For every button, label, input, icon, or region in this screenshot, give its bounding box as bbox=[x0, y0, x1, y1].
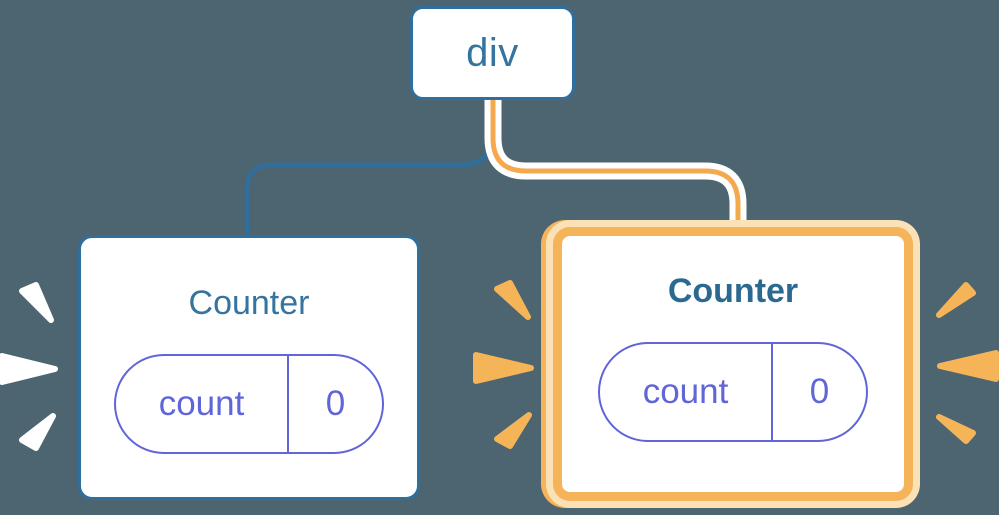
state-value: 0 bbox=[771, 344, 866, 440]
spark-burst-left-card bbox=[0, 282, 58, 451]
spark-ray bbox=[937, 350, 999, 382]
counter-title: Counter bbox=[667, 272, 799, 310]
edge-to-right-counter-casing bbox=[484, 100, 747, 224]
counter-card-left: Counter count 0 bbox=[78, 235, 420, 500]
spark-ray bbox=[0, 353, 58, 385]
spark-ray bbox=[936, 414, 976, 444]
spark-ray bbox=[473, 352, 534, 384]
spark-ray bbox=[19, 413, 56, 451]
state-pill: count 0 bbox=[114, 354, 384, 454]
root-node: div bbox=[410, 6, 575, 100]
spark-ray bbox=[19, 282, 54, 323]
edge-to-left-counter bbox=[244, 100, 496, 240]
state-key: count bbox=[642, 372, 729, 411]
counter-card-right: Counter count 0 bbox=[553, 227, 913, 501]
spark-burst-right-card-right bbox=[936, 282, 999, 444]
counter-title: Counter bbox=[188, 284, 310, 322]
state-pill: count 0 bbox=[598, 342, 868, 442]
spark-ray bbox=[936, 282, 976, 318]
spark-burst-right-card-left bbox=[473, 280, 534, 449]
root-node-label: div bbox=[466, 30, 519, 75]
counter-card-right-highlight-ring: Counter count 0 bbox=[546, 220, 920, 508]
edge-to-right-counter bbox=[490, 100, 741, 228]
spark-ray bbox=[494, 412, 532, 449]
state-key: count bbox=[158, 384, 245, 423]
spark-ray bbox=[494, 280, 531, 320]
state-value: 0 bbox=[287, 356, 382, 452]
